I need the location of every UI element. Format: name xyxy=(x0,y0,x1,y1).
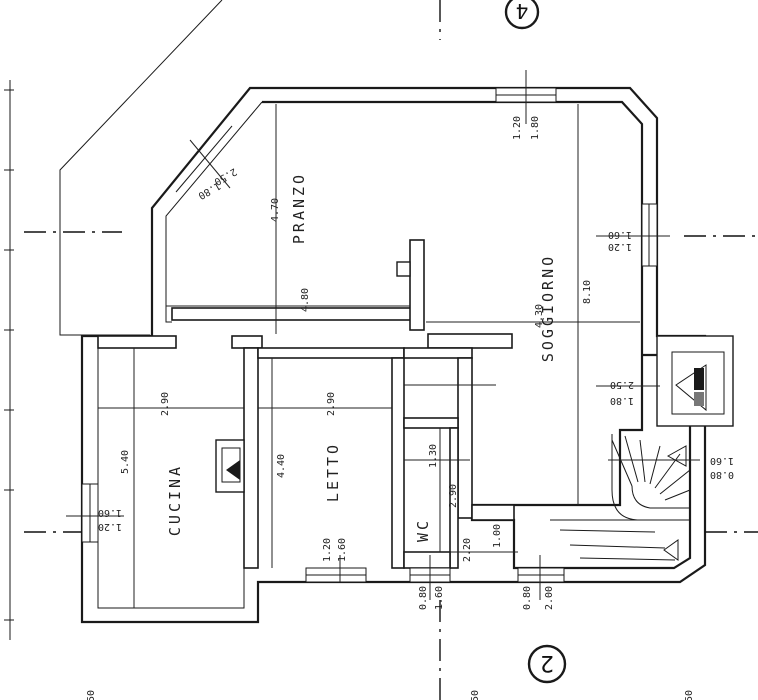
dim-win-fire-b: 1.80 xyxy=(610,395,634,406)
axis-lines xyxy=(24,0,758,700)
dim-pranzo-depth: 4.80 xyxy=(300,288,311,312)
dim-win-cucina-b: 1.20 xyxy=(98,521,122,532)
bottom-tick-c: 50 xyxy=(684,690,695,700)
dim-win-cucina-a: 1.60 xyxy=(98,507,122,518)
dim-soggiorno-height: 8.10 xyxy=(582,280,593,304)
dim-pranzo-width: 4.70 xyxy=(270,198,281,222)
dim-letto-width: 2.90 xyxy=(326,392,337,416)
room-label-wc: WC xyxy=(414,518,432,542)
dim-wc-width: 1.30 xyxy=(428,444,439,468)
dim-soggiorno-width: 4.30 xyxy=(534,304,545,328)
axis-marker-top-label: 4 xyxy=(516,0,529,23)
windows xyxy=(81,87,658,583)
cucina-chimney xyxy=(215,439,245,493)
room-label-cucina: CUCINA xyxy=(166,464,184,536)
fireplace-structure xyxy=(656,335,734,427)
dim-cucina-height: 5.40 xyxy=(120,450,131,474)
interior-walls xyxy=(97,239,515,569)
dim-win-bottom-b: 1.60 xyxy=(434,586,445,610)
left-margin-ticks xyxy=(4,80,14,640)
dim-cucina-width: 2.90 xyxy=(160,392,171,416)
dim-wc-small-a: 2.20 xyxy=(462,538,473,562)
room-label-letto: LETTO xyxy=(324,442,342,502)
room-label-soggiorno: SOGGIORNO xyxy=(539,254,557,362)
room-label-pranzo: PRANZO xyxy=(290,172,308,244)
dim-win-fire-a: 2.50 xyxy=(610,379,634,390)
dim-win-bottom-c: 0.80 xyxy=(522,586,533,610)
dim-stair-b: 0.80 xyxy=(710,469,734,480)
dim-wc-small-b: 1.00 xyxy=(492,524,503,548)
dim-win-bottom-a: 0.80 xyxy=(418,586,429,610)
axis-marker-bottom-label: 2 xyxy=(540,650,554,675)
dim-wc-height: 2.90 xyxy=(448,484,459,508)
dim-win-letto-b: 1.60 xyxy=(337,538,348,562)
dim-win-bottom-d: 2.00 xyxy=(544,586,555,610)
dim-stair-a: 1.60 xyxy=(710,455,734,466)
bottom-tick-a: 50 xyxy=(86,690,97,700)
dim-win-top-a: 1.20 xyxy=(512,116,523,140)
dimension-lines xyxy=(66,70,700,608)
dim-win-top-b: 1.80 xyxy=(530,116,541,140)
dim-win-right-b: 1.20 xyxy=(608,241,632,252)
bottom-tick-b: 50 xyxy=(470,690,481,700)
dim-win-letto-a: 1.20 xyxy=(322,538,333,562)
dim-win-right-a: 1.60 xyxy=(608,229,632,240)
axis-marker-top: 4 xyxy=(504,0,540,30)
dim-letto-height: 4.40 xyxy=(276,454,287,478)
axis-marker-bottom: 2 xyxy=(527,644,567,684)
pranzo-chimney-mark xyxy=(396,261,411,277)
